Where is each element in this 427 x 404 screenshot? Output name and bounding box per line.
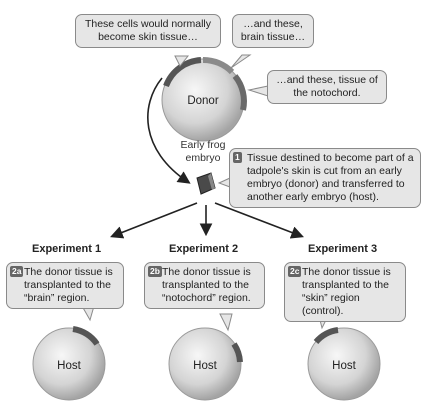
skin-callout-text: These cells would normally become skin t… bbox=[84, 18, 212, 43]
experiment-3-text: The donor tissue is transplanted to the … bbox=[302, 266, 391, 317]
step1-callout: 1 Tissue destined to become part of a ta… bbox=[229, 148, 421, 208]
host-2-label: Host bbox=[193, 360, 217, 372]
experiment-3-title: Experiment 3 bbox=[308, 243, 378, 255]
notochord-callout: …and these, tissue of the notochord. bbox=[267, 70, 387, 104]
skin-region bbox=[163, 57, 202, 88]
experiment-3-callout: 2c The donor tissue is transplanted to t… bbox=[284, 262, 406, 322]
experiment-1-title: Experiment 1 bbox=[32, 243, 102, 255]
step1-text: Tissue destined to become part of a tadp… bbox=[247, 152, 414, 203]
experiment-3-badge: 2c bbox=[288, 266, 302, 277]
excised-tissue bbox=[196, 172, 216, 195]
experiment-2-title: Experiment 2 bbox=[169, 243, 239, 255]
donor-caption-line2: embryo bbox=[185, 152, 221, 164]
experiment-1-callout: 2a The donor tissue is transplanted to t… bbox=[6, 262, 124, 309]
donor-caption: Early frog embryo bbox=[168, 139, 238, 165]
brain-region bbox=[202, 56, 235, 75]
brain-callout: …and these, brain tissue… bbox=[232, 14, 314, 48]
experiment-1-badge: 2a bbox=[10, 266, 24, 277]
host-embryo-1 bbox=[32, 326, 106, 401]
step1-badge: 1 bbox=[233, 152, 242, 163]
host-1-implant bbox=[72, 326, 100, 346]
arrow-to-experiment-3 bbox=[214, 202, 304, 239]
host-2-implant bbox=[231, 342, 243, 363]
donor-label: Donor bbox=[187, 95, 219, 107]
host-embryo-2 bbox=[168, 327, 243, 401]
excision-arrow bbox=[147, 77, 191, 184]
experiment-2-callout: 2b The donor tissue is transplanted to t… bbox=[144, 262, 265, 309]
notochord-callout-pointer bbox=[247, 85, 269, 97]
host-3-label: Host bbox=[332, 360, 356, 372]
donor-embryo bbox=[161, 56, 247, 142]
experiment-2-badge: 2b bbox=[148, 266, 162, 277]
experiment-2-text: The donor tissue is transplanted to the … bbox=[162, 266, 251, 304]
exp2-pointer bbox=[219, 313, 233, 332]
experiment-1-text: The donor tissue is transplanted to the … bbox=[24, 266, 113, 304]
brain-callout-pointer bbox=[230, 54, 252, 69]
notochord-region bbox=[232, 74, 247, 111]
host-3-implant bbox=[313, 327, 339, 345]
host-1-label: Host bbox=[57, 360, 81, 372]
donor-caption-line1: Early frog bbox=[180, 139, 226, 151]
arrow-to-experiment-1 bbox=[110, 202, 198, 239]
skin-callout: These cells would normally become skin t… bbox=[75, 14, 221, 48]
skin-callout-pointer bbox=[174, 55, 190, 67]
notochord-callout-text: …and these, tissue of the notochord. bbox=[276, 74, 378, 99]
host-embryo-3 bbox=[307, 327, 381, 401]
brain-callout-text: …and these, brain tissue… bbox=[240, 18, 306, 43]
